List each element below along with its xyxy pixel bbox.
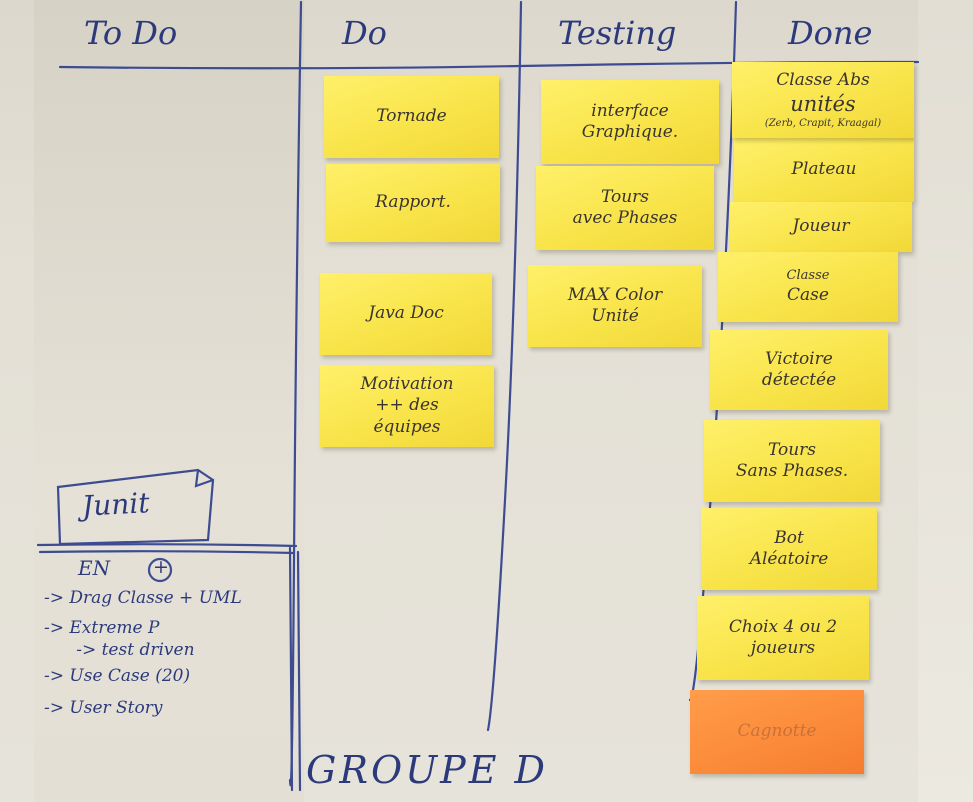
flipchart-sheet-right <box>918 0 973 802</box>
en-item-use-case: -> Use Case (20) <box>44 666 191 686</box>
junit-card-outline <box>56 468 215 546</box>
column-header-todo: To Do <box>84 14 178 52</box>
flipchart-sheet-left <box>34 0 304 802</box>
sticky-note-line: Sans Phases. <box>735 461 849 481</box>
sticky-note-line: Graphique. <box>581 122 679 142</box>
en-box-top-line-2 <box>38 550 296 555</box>
sticky-note-line: Aléatoire <box>749 549 829 569</box>
sticky-note-line: joueurs <box>750 638 816 658</box>
sticky-note-interface-graphique: interface Graphique. <box>541 80 719 164</box>
sticky-note-line: (Zerb, Crapit, Kraagal) <box>764 117 882 129</box>
en-item-extreme-p: -> Extreme P <box>44 618 160 638</box>
group-label: GROUPE D <box>306 748 548 792</box>
column-header-testing: Testing <box>558 14 677 52</box>
en-title: EN <box>78 556 111 580</box>
sticky-note-plateau: Plateau <box>734 138 914 202</box>
column-line-2 <box>486 0 523 732</box>
sticky-note-line: Classe Abs <box>776 70 870 90</box>
en-box-right-line <box>288 546 294 792</box>
en-item-user-story: -> User Story <box>44 698 163 718</box>
sticky-note-cagnotte: Cagnotte <box>690 690 864 774</box>
sticky-note-line: Motivation <box>360 374 454 395</box>
sticky-note-bot-aleatoire: Bot Aléatoire <box>701 508 877 590</box>
plus-icon: + <box>153 556 169 578</box>
sticky-note-classe-case: Classe Case <box>718 252 898 322</box>
sticky-note-victoire-detectee: Victoire détectée <box>710 330 888 410</box>
sticky-note-classe-abs-unites: Classe Abs unités (Zerb, Crapit, Kraagal… <box>732 62 914 138</box>
sticky-note-javadoc: Java Doc <box>320 273 492 355</box>
column-header-done: Done <box>788 14 873 52</box>
sticky-note-line: unités <box>790 92 856 117</box>
sticky-note-tours-avec-phases: Tours avec Phases <box>536 166 714 250</box>
sticky-note-line: Tornade <box>376 106 447 127</box>
en-box-right-line-2 <box>296 550 302 792</box>
sticky-note-line: Joueur <box>792 216 850 237</box>
sticky-note-line: Cagnotte <box>737 721 817 742</box>
junit-card-label: Junit <box>81 486 151 523</box>
sticky-note-choix-joueurs: Choix 4 ou 2 joueurs <box>697 596 869 680</box>
sticky-note-line: MAX Color <box>567 284 663 305</box>
sticky-note-tornade: Tornade <box>324 76 499 158</box>
sticky-note-line: détectée <box>761 370 837 390</box>
sticky-note-rapport: Rapport. <box>326 164 500 242</box>
sticky-note-line: Choix 4 ou 2 <box>728 616 838 637</box>
sticky-note-line: équipes <box>373 416 441 437</box>
column-header-do: Do <box>342 14 387 52</box>
en-item-test-driven: -> test driven <box>60 640 195 660</box>
sticky-note-line: Bot <box>774 527 804 548</box>
sticky-note-line: Case <box>787 284 829 305</box>
junit-card-fold <box>194 468 215 488</box>
sticky-note-line: Java Doc <box>368 303 444 324</box>
sticky-note-line: ++ des <box>375 395 439 416</box>
sticky-note-line: Rapport. <box>375 192 451 213</box>
en-item-drag-classe: -> Drag Classe + UML <box>44 588 242 608</box>
sticky-note-line: interface <box>591 100 669 121</box>
sticky-note-line: avec Phases <box>572 208 678 228</box>
sticky-note-motivation: Motivation ++ des équipes <box>320 365 494 447</box>
sticky-note-line: Plateau <box>791 159 857 180</box>
sticky-note-line: Classe <box>786 268 830 284</box>
sticky-note-line: Tours <box>600 186 650 207</box>
sticky-note-max-color-unite: MAX Color Unité <box>528 265 702 347</box>
sticky-note-line: Unité <box>591 306 639 326</box>
sticky-note-line: Tours <box>767 439 817 460</box>
sticky-note-tours-sans-phases: Tours Sans Phases. <box>704 420 880 502</box>
sticky-note-line: Victoire <box>765 348 833 369</box>
en-plus-circle <box>147 557 173 583</box>
sticky-note-joueur: Joueur <box>730 202 912 252</box>
